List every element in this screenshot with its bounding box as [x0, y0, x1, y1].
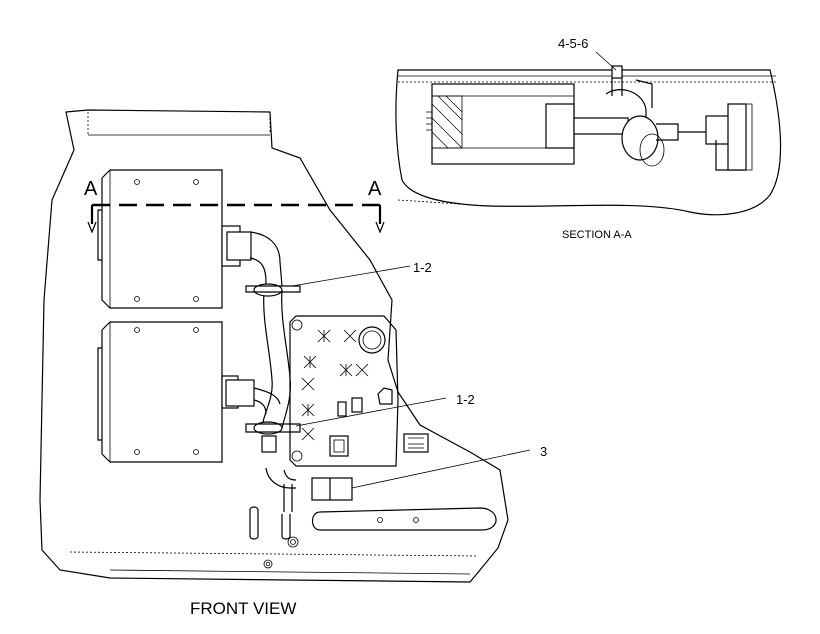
leader-lines: [291, 265, 531, 489]
section-cut-line: A A: [84, 178, 385, 234]
callout-1-2-upper: 1-2: [413, 260, 432, 275]
relay-bracket-panel: [289, 315, 429, 467]
callout-4-5-6-leader: [595, 51, 617, 71]
section-a-a-title: SECTION A-A: [562, 229, 632, 241]
upper-module-box: [97, 169, 252, 309]
wire-harness: [245, 231, 301, 453]
section-mark-left: A: [84, 178, 98, 200]
section-mark-right: A: [368, 178, 382, 200]
section-a-a-detail: [395, 65, 782, 216]
front-view-title: FRONT VIEW: [190, 599, 296, 618]
callout-4-5-6: 4-5-6: [558, 36, 588, 51]
front-view-outline: [39, 109, 509, 583]
lower-connector: [249, 467, 497, 569]
callout-3: 3: [540, 444, 547, 459]
lower-module-box: [97, 321, 255, 463]
callout-1-2-middle: 1-2: [456, 392, 475, 407]
